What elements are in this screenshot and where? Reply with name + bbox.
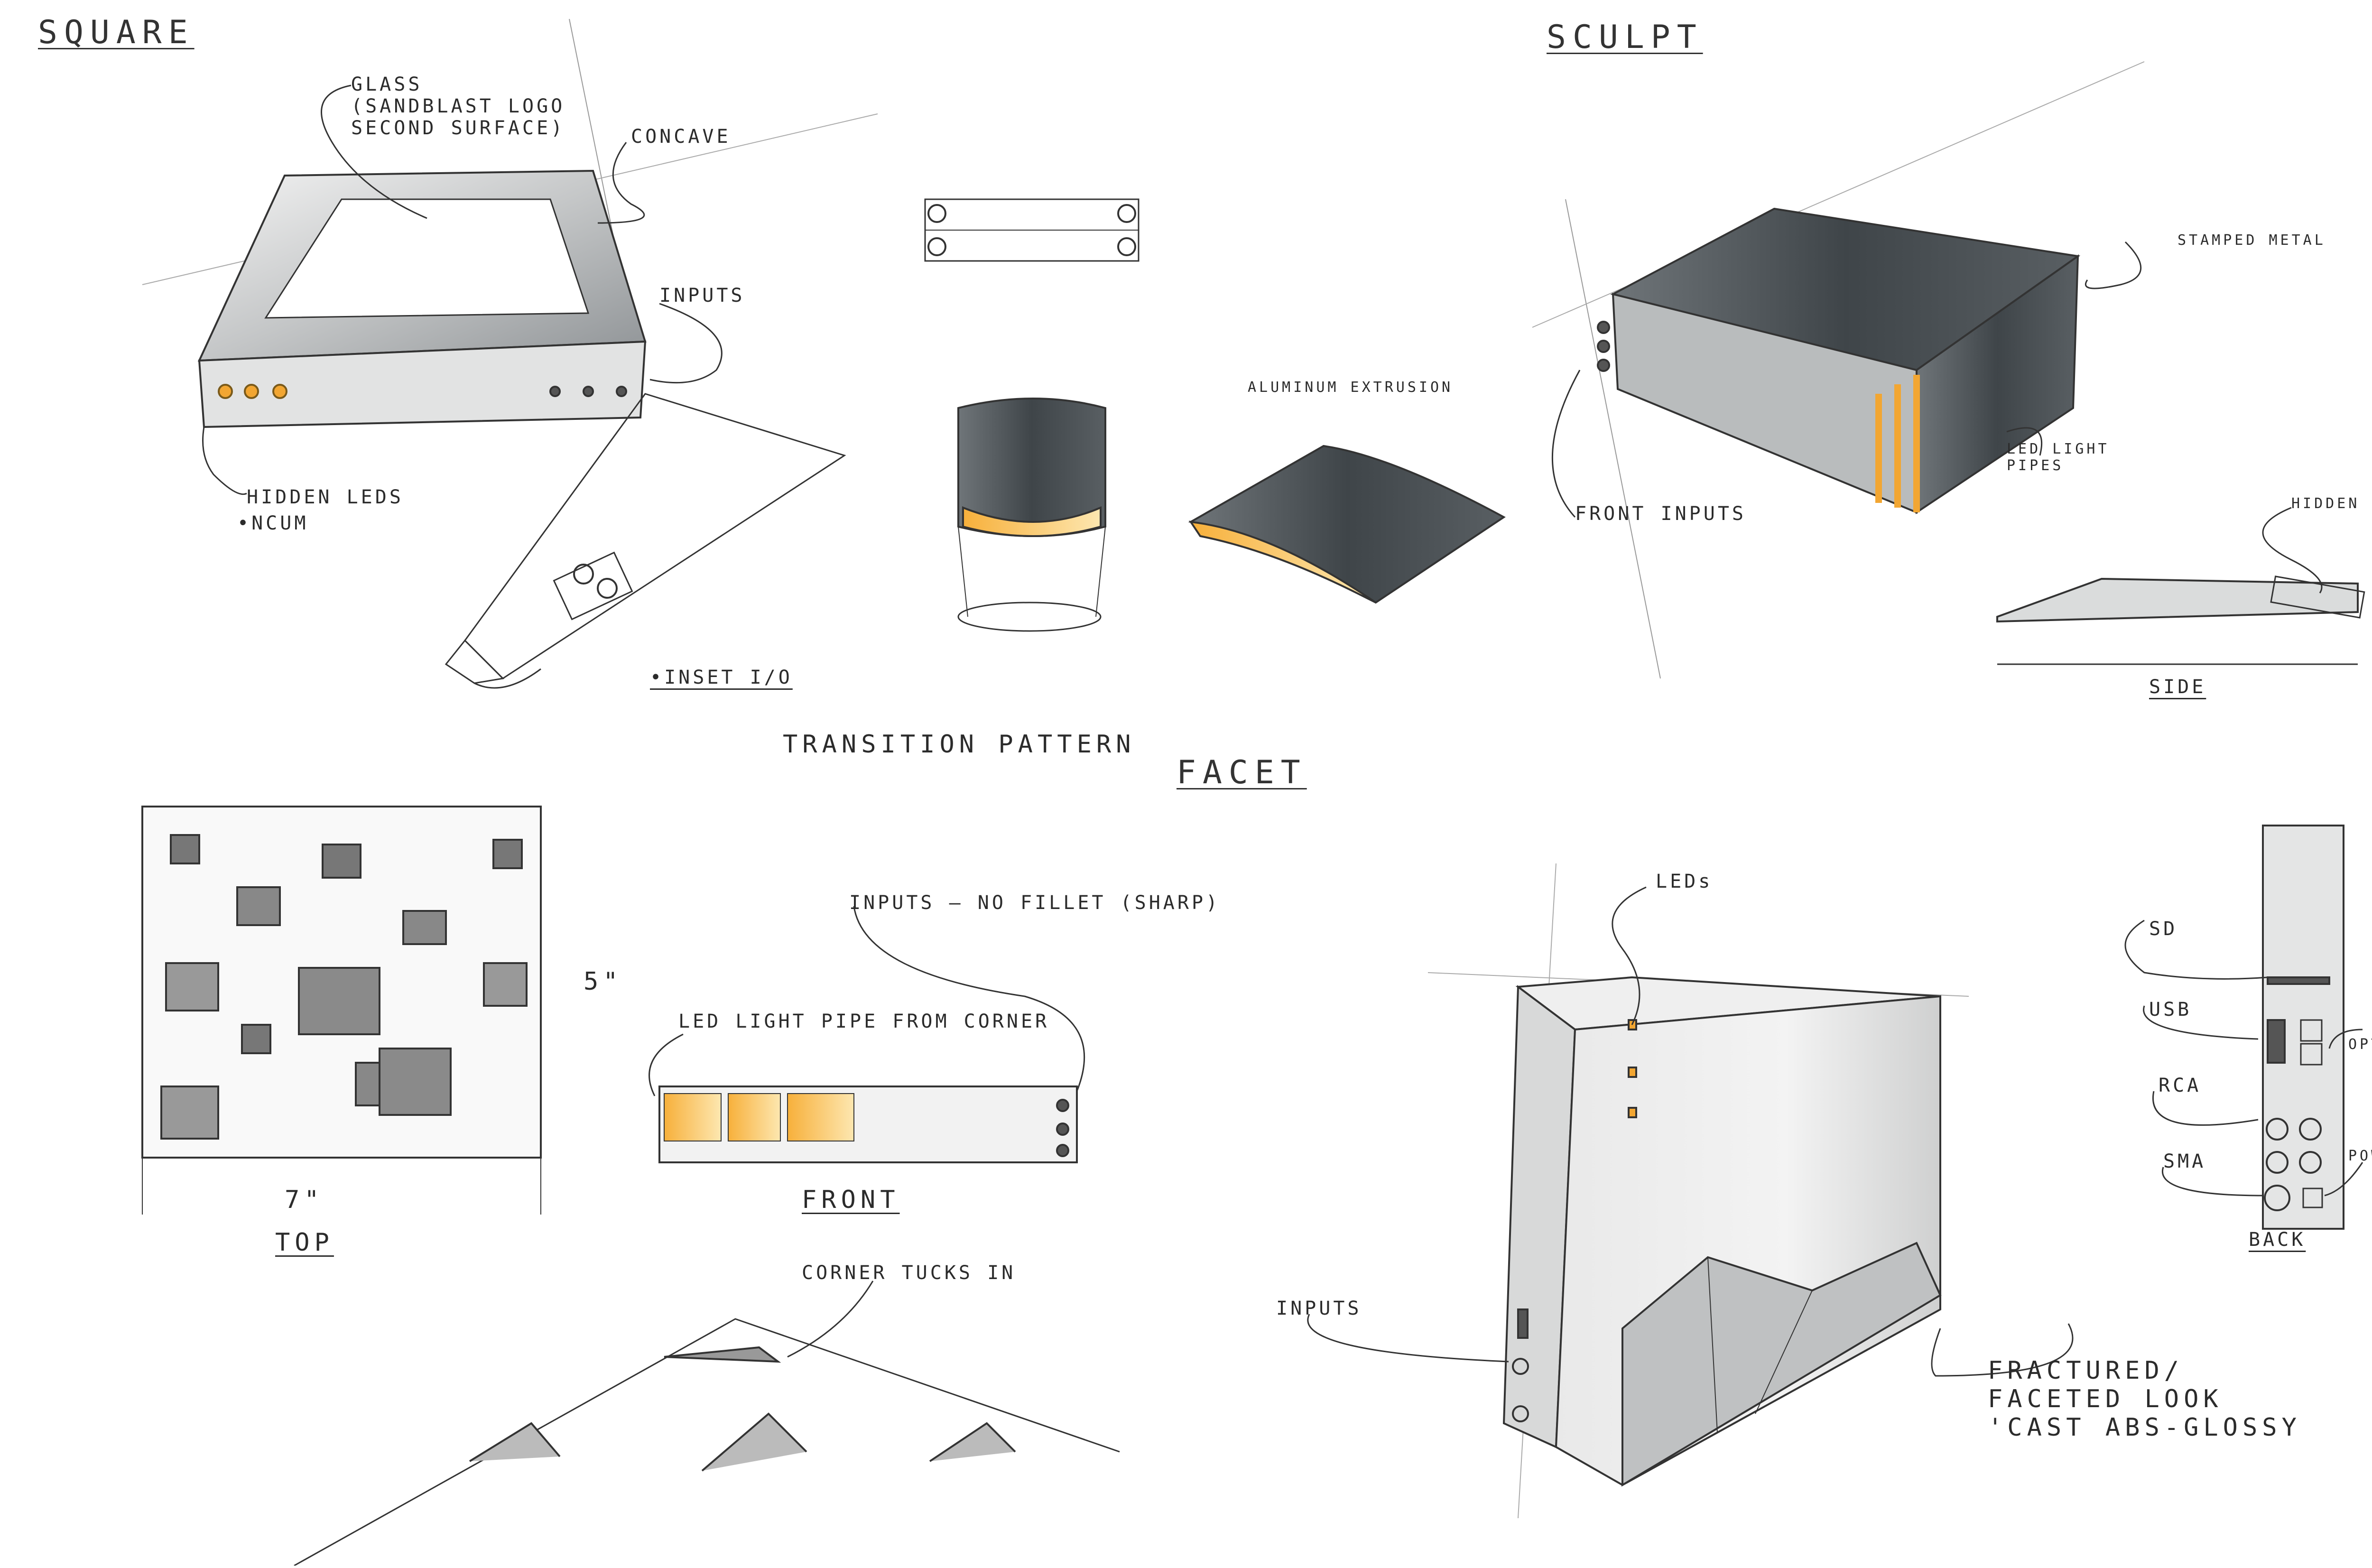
sculpt-callout-leaders (1551, 241, 2323, 594)
label-back-view: BACK (2249, 1229, 2306, 1251)
label-hidden-sd: HIDDEN SD (2291, 495, 2372, 512)
label-square-inputs: INPUTS (659, 285, 745, 306)
square-device-sketch (142, 19, 878, 689)
label-dimension-7in: 7" (285, 1186, 324, 1214)
sculpt-device-sketch (1532, 61, 2365, 679)
label-hidden-leds: HIDDEN LEDS (247, 486, 404, 508)
label-back-rca: RCA (2159, 1075, 2202, 1096)
label-facet-inputs: INPUTS (1276, 1298, 1362, 1319)
facet-front-view (649, 906, 1085, 1163)
label-back-sma: SMA (2163, 1150, 2206, 1172)
label-fractured-faceted: FRACTURED/ FACETED LOOK 'CAST ABS-GLOSSY (1988, 1356, 2301, 1442)
label-side: SIDE (2149, 676, 2206, 698)
label-led-pipe-corner: LED LIGHT PIPE FROM CORNER (678, 1011, 1050, 1032)
label-dimension-5in: 5" (584, 967, 623, 996)
label-glass: GLASS (SANDBLAST LOGO SECOND SURFACE) (351, 74, 565, 139)
facet-tower-sketch (1307, 863, 2074, 1519)
section-title-sculpt: SCULPT (1547, 19, 1703, 56)
facet-corner-perspective (294, 1280, 1120, 1567)
label-ncum: •NCUM (237, 512, 309, 534)
label-concave: CONCAVE (631, 126, 731, 148)
facet-back-view (2124, 825, 2363, 1230)
extrusion-sketches (924, 198, 1506, 632)
label-stamped-metal: STAMPED METAL (2177, 232, 2326, 249)
section-title-facet: FACET (1177, 754, 1307, 791)
facet-top-view (141, 806, 542, 1215)
label-back-usb: USB (2149, 999, 2192, 1021)
label-led-light-pipes: LED LIGHT PIPES (2007, 441, 2110, 474)
label-back-power: POWER (2348, 1148, 2372, 1164)
label-inset-io: •INSET I/O (650, 667, 793, 688)
section-title-square: SQUARE (38, 14, 195, 51)
label-top-view: TOP (275, 1228, 334, 1257)
square-callout-leaders (202, 84, 723, 495)
label-inputs-no-fillet: INPUTS — NO FILLET (SHARP) (849, 892, 1221, 914)
label-front-inputs: FRONT INPUTS (1575, 503, 1746, 525)
label-corner-tucks-in: CORNER TUCKS IN (802, 1262, 1016, 1284)
label-aluminum-extrusion: ALUMINUM EXTRUSION (1248, 379, 1454, 396)
label-leds: LEDs (1656, 871, 1713, 892)
label-back-sd: SD (2149, 918, 2178, 940)
label-transition-pattern: TRANSITION PATTERN (783, 730, 1136, 759)
label-back-optical: OPTICAL (2348, 1036, 2372, 1053)
label-front-view: FRONT (802, 1186, 900, 1214)
